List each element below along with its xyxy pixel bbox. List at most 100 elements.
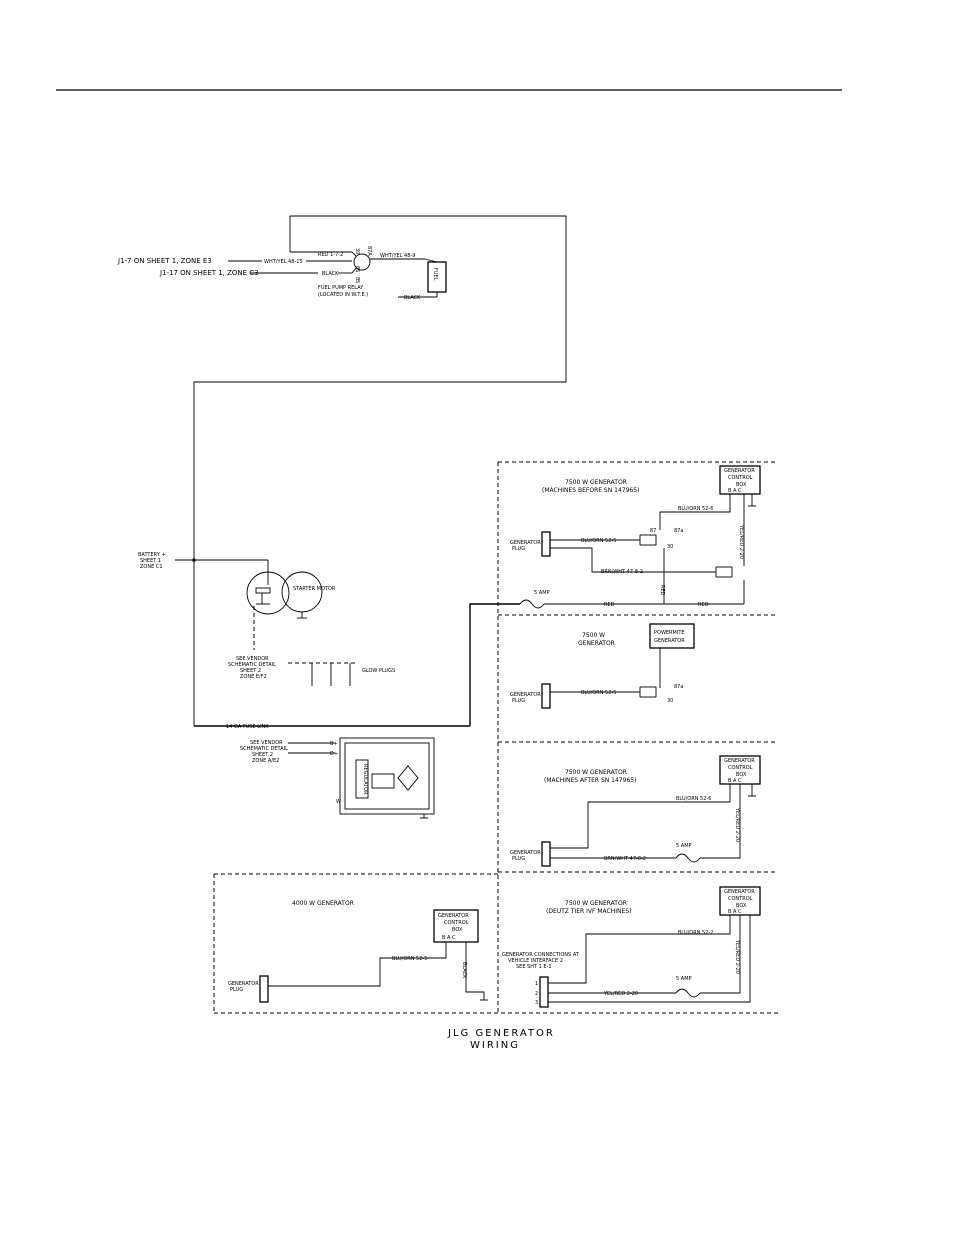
gen1-control-box: [719, 465, 761, 495]
gen5-yel-red-v: YEL/RED 2-20: [734, 939, 740, 974]
pin-30: 30: [354, 248, 360, 254]
vendor-bottom-line2: SCHEMATIC DETAIL: [240, 746, 288, 752]
gen3-plug-l2: PLUG: [512, 856, 525, 862]
vendor-top-line3: SHEET 2: [240, 668, 261, 674]
gen5-connector: [539, 976, 549, 1008]
gen3-fuse: 5 AMP: [676, 843, 692, 849]
gen3-box-l1: GENERATOR: [724, 758, 755, 764]
gen5-title1: 7500 W GENERATOR: [565, 900, 627, 907]
pin-85: 85: [354, 277, 360, 283]
j1-17-label: J1-17 ON SHEET 1, ZONE C3: [159, 269, 259, 277]
starter-motor: [281, 571, 323, 613]
gen5-box-pins: B A C: [728, 909, 742, 915]
fuel-pump-label: FUEL: [432, 268, 438, 281]
gen2-r30: 30: [667, 698, 673, 704]
fuse-link-line: 14 GA FUSE LINK: [194, 603, 520, 730]
gen5-yel-red: YEL/RED 2-20: [603, 991, 638, 997]
gen2-plug-l2: PLUG: [512, 698, 525, 704]
alternator-section: SEE VENDOR SCHEMATIC DETAIL SHEET 2 ZONE…: [240, 737, 435, 819]
gen4-black: BLACK: [461, 962, 467, 979]
glow-plugs-label: GLOW PLUGS: [362, 668, 395, 674]
gen5-box-l2: CONTROL: [728, 896, 753, 902]
gen1-r30: 30: [667, 544, 673, 550]
gen1-brn-wht: BRN/WHT 47-8-2: [601, 569, 643, 575]
gen1-plug: [541, 531, 551, 557]
gen3-title2: (MACHINES AFTER SN 147965): [544, 777, 636, 784]
gen5-box-l1: GENERATOR: [724, 889, 755, 895]
gen5-blu-orn: BLU/ORN 52-2: [678, 930, 713, 936]
vendor-top-line1: SEE VENDOR: [236, 656, 269, 662]
vendor-bottom-line4: ZONE A/E2: [252, 758, 279, 764]
gen5-pin1: 1: [535, 981, 538, 987]
wht-yel-label: WHT/YEL 48-15: [264, 259, 303, 265]
regulator-label: REGULATOR: [362, 764, 368, 795]
gen1-section: 7500 W GENERATOR (MACHINES BEFORE SN 147…: [497, 461, 778, 1012]
gen3-control-box: [719, 755, 761, 785]
starter-label: STARTER MOTOR: [293, 586, 336, 592]
footer-title2: WIRING: [470, 1040, 520, 1051]
gen1-blu-orn: BLU/ORN 52-5: [581, 538, 616, 544]
gen1-title2: (MACHINES BEFORE SN 147965): [542, 487, 639, 494]
gen2-title1: 7500 W: [582, 632, 605, 639]
gen5-conn-l2: VEHICLE INTERFACE 2: [508, 958, 563, 964]
gen5-control-box: [719, 886, 761, 916]
gen1-r87a: 87a: [674, 528, 683, 534]
gen1-red3: RED: [698, 602, 709, 608]
gen2-plug: [541, 683, 551, 709]
gen5-conn-l3: SEE SHT 1 E-1: [516, 964, 552, 970]
gen5-pin3: 3: [535, 1000, 538, 1006]
gen4-box-l2: CONTROL: [444, 920, 469, 926]
gen1-red2: RED: [604, 602, 615, 608]
pin-86: 86: [354, 266, 360, 272]
gen3-brn-wht: BRN/WHT 47-8-2: [604, 856, 646, 862]
wht-yel-489-label: WHT/YEL 48-9: [380, 253, 415, 259]
gen4-title1: 4000 W GENERATOR: [292, 900, 354, 907]
gen5-box-l3: BOX: [736, 903, 747, 909]
vendor-top-line2: SCHEMATIC DETAIL: [228, 662, 276, 668]
gen4-plug: [259, 975, 269, 1003]
starter-solenoid: [246, 571, 290, 615]
gen1-plug-l1: GENERATOR: [510, 540, 541, 546]
gen4-box-pins: B A C: [442, 935, 456, 941]
gen3-box-l3: BOX: [736, 772, 747, 778]
vendor-top-line4: ZONE E/F2: [240, 674, 267, 680]
black-label: BLACK: [322, 271, 339, 277]
gen3-plug: [541, 841, 551, 867]
gen2-section: 7500 W GENERATOR POWERMITE GENERATOR GEN…: [498, 623, 778, 743]
gen2-box: [649, 623, 695, 649]
gen4-control-box: [433, 909, 479, 943]
gen2-blu-orn: BLU/ORN 52-5: [581, 690, 616, 696]
gen1-fuse: 5 AMP: [534, 590, 550, 596]
gen4-plug-l2: PLUG: [230, 987, 243, 993]
gen4-section: 4000 W GENERATOR GENERATOR CONTROL BOX B…: [213, 873, 778, 1014]
w-label: W: [336, 799, 341, 805]
b-plus-label: B+: [330, 741, 338, 747]
gen1-blu-orn-top: BLU/ORN 52-6: [678, 506, 713, 512]
gen1-box-l3: BOX: [736, 482, 747, 488]
gen3-box-pins: B A C: [728, 778, 742, 784]
gen1-plug-l2: PLUG: [512, 546, 525, 552]
gen4-blu-orn: BLU/ORN 52-5: [392, 956, 427, 962]
gen1-red1: RED: [659, 585, 665, 596]
gen3-box-l2: CONTROL: [728, 765, 753, 771]
fuel-relay-line1: FUEL PUMP RELAY: [318, 285, 364, 291]
gen3-plug-l1: GENERATOR: [510, 850, 541, 856]
gen1-box-l1: GENERATOR: [724, 468, 755, 474]
gen1-box-pins: B A C: [728, 488, 742, 494]
gen1-box-l2: CONTROL: [728, 475, 753, 481]
footer-title1: JLG GENERATOR: [447, 1028, 555, 1039]
gen5-section: 7500 W GENERATOR (DEUTZ TIER IVF MACHINE…: [502, 886, 761, 1008]
gen2-box-l1: POWERMITE: [654, 630, 685, 636]
gen1-r87: 87: [650, 528, 656, 534]
j1-7-label: J1-7 ON SHEET 1, ZONE E3: [117, 257, 212, 265]
fuel-relay-line2: (LOCATED IN W.T.E.): [318, 292, 368, 298]
vendor-bottom-line1: SEE VENDOR: [250, 740, 283, 746]
battery-starter-section: BATTERY + SHEET 1 ZONE C1 STARTER MOTOR …: [138, 552, 395, 686]
gen1-yel-red: YEL/RED 2-20: [738, 524, 744, 559]
gen4-box-l3: BOX: [452, 927, 463, 933]
gen3-section: 7500 W GENERATOR (MACHINES AFTER SN 1479…: [498, 755, 778, 873]
gen2-plug-l1: GENERATOR: [510, 692, 541, 698]
gen4-plug-l1: GENERATOR: [228, 981, 259, 987]
gen5-conn-l1: GENERATOR CONNECTIONS AT: [502, 952, 580, 958]
